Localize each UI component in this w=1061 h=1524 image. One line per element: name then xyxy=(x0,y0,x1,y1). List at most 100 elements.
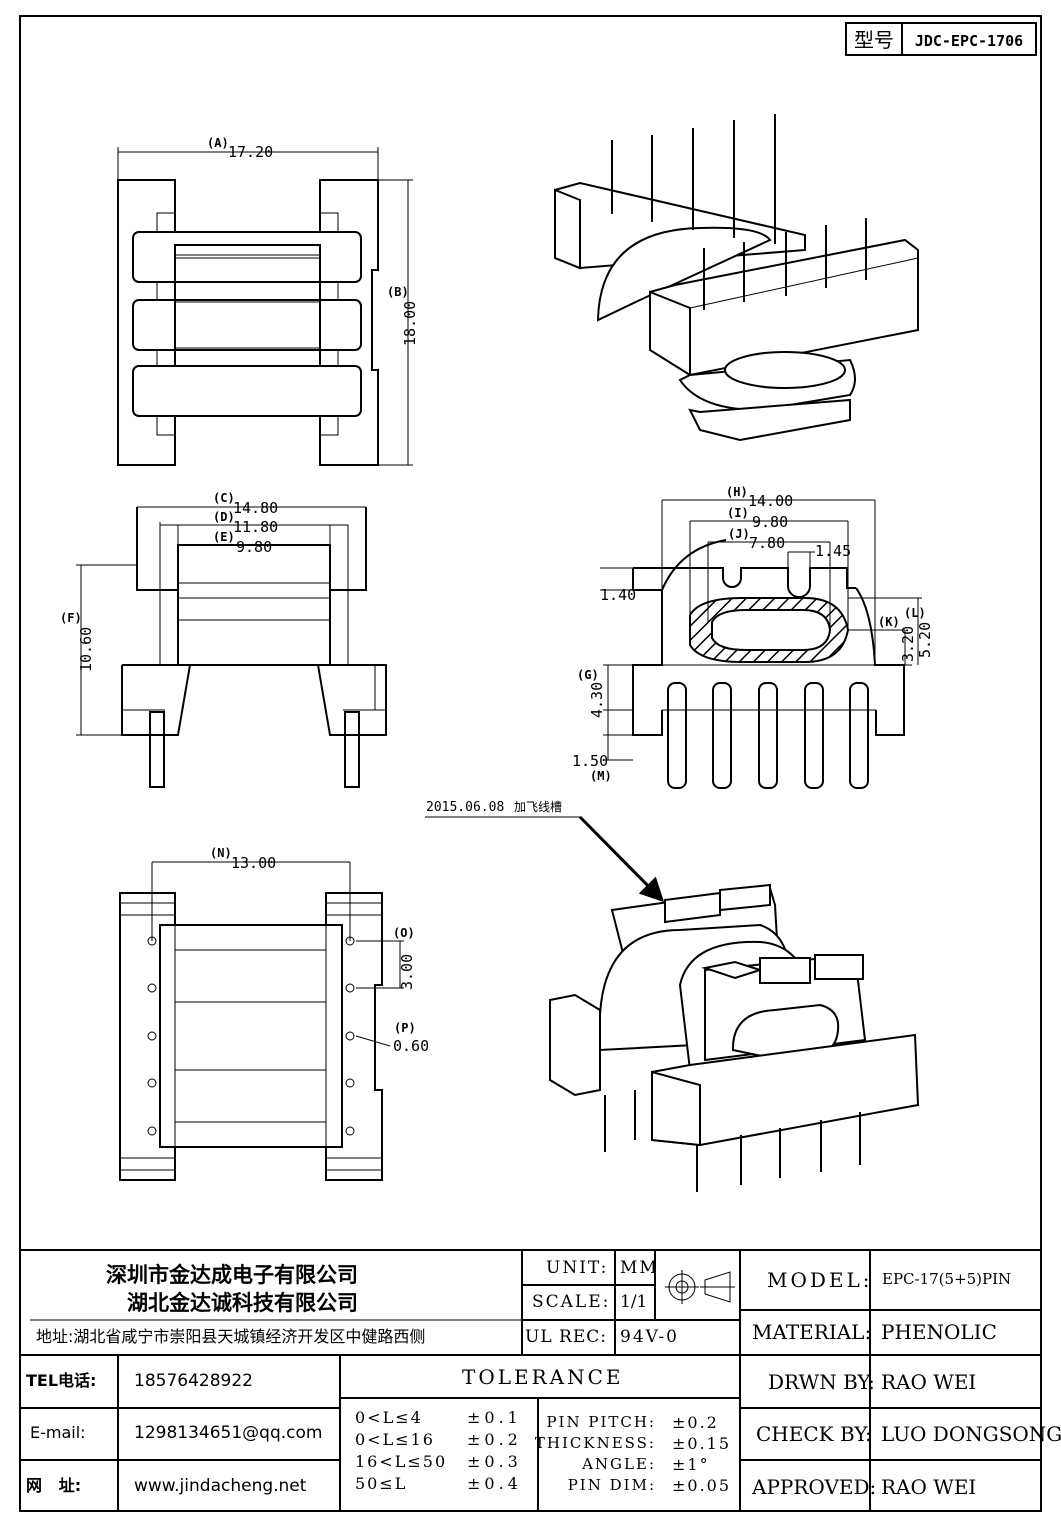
dim-L-tag: (L) xyxy=(904,606,926,620)
model-box-label: 型号 xyxy=(854,28,894,52)
isometric-view-top xyxy=(554,114,919,442)
material-value: PHENOLIC xyxy=(881,1320,997,1344)
annotation-date: 2015.06.08 xyxy=(426,800,504,815)
dim-H-tag: (H) xyxy=(726,485,748,499)
web-label: 网 址: xyxy=(26,1476,82,1495)
bottom-view xyxy=(119,892,383,1181)
dim-E: (E) 9.80 xyxy=(178,530,330,556)
check-value: LUO DONGSONG xyxy=(881,1422,1061,1446)
scale-label: SCALE: xyxy=(532,1292,611,1312)
side-view xyxy=(632,539,905,789)
isometric-view-bottom xyxy=(549,883,920,1192)
dim-H-value: 14.00 xyxy=(748,492,793,510)
dim-J-value: 7.80 xyxy=(749,534,785,552)
tolerance-range-3: 50≤L xyxy=(355,1474,408,1493)
front-view xyxy=(121,507,387,788)
scale-value: 1/1 xyxy=(620,1292,648,1312)
dim-G-value: 4.30 xyxy=(588,682,606,718)
dim-C: (C) 14.80 xyxy=(137,491,366,517)
tol-item-label-2: ANGLE: xyxy=(582,1455,656,1473)
tolerance-value-1: ±0.2 xyxy=(467,1430,522,1449)
drawn-label: DRWN BY: xyxy=(768,1370,875,1394)
dim-L: (L) 5.20 xyxy=(848,597,934,665)
tolerance-value-3: ±0.4 xyxy=(467,1474,522,1493)
dim-B-value: 18.00 xyxy=(401,301,419,346)
tol-item-value-0: ±0.2 xyxy=(672,1413,719,1432)
check-label: CHECK BY: xyxy=(756,1422,872,1446)
dim-M-value: 1.50 xyxy=(572,752,608,770)
dim-C-tag: (C) xyxy=(213,491,235,505)
tol-item-value-2: ±1° xyxy=(672,1455,710,1474)
tolerance-range-2: 16<L≤50 xyxy=(355,1452,448,1471)
dim-I-value: 9.80 xyxy=(752,513,788,531)
top-view xyxy=(117,179,379,466)
web-value: www.jindacheng.net xyxy=(134,1476,307,1496)
tol-item-value-3: ±0.05 xyxy=(672,1476,732,1495)
company-name-1: 深圳市金达成电子有限公司 xyxy=(106,1263,358,1287)
tol-item-value-1: ±0.15 xyxy=(672,1434,732,1453)
tol-item-label-3: PIN DIM: xyxy=(567,1476,656,1494)
dim-A-value: 17.20 xyxy=(228,143,273,161)
dim-O-tag: (O) xyxy=(393,926,415,940)
dim-N: (N) 13.00 xyxy=(151,846,351,941)
dim-D: (D) 11.80 xyxy=(159,510,348,536)
dim-H: (H) 14.00 xyxy=(661,485,876,665)
model-value: EPC-17(5+5)PIN xyxy=(882,1270,1012,1288)
dim-M-tag: (M) xyxy=(590,769,612,783)
tolerance-value-2: ±0.3 xyxy=(467,1452,522,1471)
approved-value: RAO WEI xyxy=(881,1475,977,1499)
ulrec-label: UL REC: xyxy=(525,1327,607,1347)
tel-label: TEL电话: xyxy=(26,1371,97,1390)
dim-M: 1.50 (M) xyxy=(572,709,633,783)
tol-item-label-0: PIN PITCH: xyxy=(546,1413,656,1431)
dim-E-tag: (E) xyxy=(213,530,235,544)
company-address: 地址:湖北省咸宁市崇阳县天城镇经济开发区中健路西侧 xyxy=(36,1327,426,1346)
dim-I: (I) 9.80 xyxy=(689,506,849,630)
dim-N-tag: (N) xyxy=(210,846,232,860)
dim-J-tag: (J) xyxy=(728,527,750,541)
sheet-border xyxy=(19,15,1042,1512)
unit-label: UNIT: xyxy=(546,1258,609,1278)
drawn-value: RAO WEI xyxy=(881,1370,977,1394)
tolerance-value-0: ±0.1 xyxy=(467,1408,522,1427)
projection-symbol-icon xyxy=(665,1270,735,1304)
email-label: E-mail: xyxy=(30,1423,86,1442)
dim-D-value: 11.80 xyxy=(233,518,278,536)
unit-value: MM xyxy=(620,1258,659,1278)
company-name-2: 湖北金达诚科技有限公司 xyxy=(127,1291,358,1315)
dim-P-tag: (P) xyxy=(394,1021,416,1035)
dim-N-value: 13.00 xyxy=(231,854,276,872)
dim-L-value: 5.20 xyxy=(916,622,934,658)
dim-O-value: 3.00 xyxy=(398,954,416,990)
email-value: 1298134651@qq.com xyxy=(134,1423,323,1443)
dim-O: (O) 3.00 xyxy=(356,926,416,990)
dim-B-tag: (B) xyxy=(387,285,409,299)
dim-P: (P) 0.60 xyxy=(355,1021,429,1055)
dim-P-value: 0.60 xyxy=(393,1037,429,1055)
tolerance-title: TOLERANCE xyxy=(462,1365,624,1389)
dim-notch: 1.40 xyxy=(600,567,636,604)
dim-K-value: 3.20 xyxy=(899,626,917,662)
approved-label: APPROVED: xyxy=(752,1475,877,1499)
tolerance-range-1: 0<L≤16 xyxy=(355,1430,435,1449)
dim-F-value: 10.60 xyxy=(77,627,95,672)
tel-value: 18576428922 xyxy=(134,1371,253,1391)
dim-slot-value: 1.45 xyxy=(815,542,851,560)
tol-item-label-1: THICKNESS: xyxy=(534,1434,656,1452)
model-label: MODEL: xyxy=(767,1268,873,1292)
title-block-grid xyxy=(20,1249,1041,1511)
dim-F-tag: (F) xyxy=(60,611,82,625)
material-label: MATERIAL: xyxy=(752,1320,872,1344)
tolerance-range-0: 0<L≤4 xyxy=(355,1408,423,1427)
dim-J: (J) 7.80 xyxy=(707,527,831,630)
dim-C-value: 14.80 xyxy=(233,499,278,517)
dim-I-tag: (I) xyxy=(727,506,749,520)
dim-G-tag: (G) xyxy=(577,668,599,682)
dim-K: (K) 3.20 xyxy=(848,615,917,666)
model-box-value: JDC-EPC-1706 xyxy=(915,32,1023,50)
dim-B: (B) 18.00 xyxy=(378,179,419,466)
dim-A: (A) 17.20 xyxy=(117,136,379,180)
dim-K-tag: (K) xyxy=(878,615,900,629)
dim-D-tag: (D) xyxy=(213,510,235,524)
